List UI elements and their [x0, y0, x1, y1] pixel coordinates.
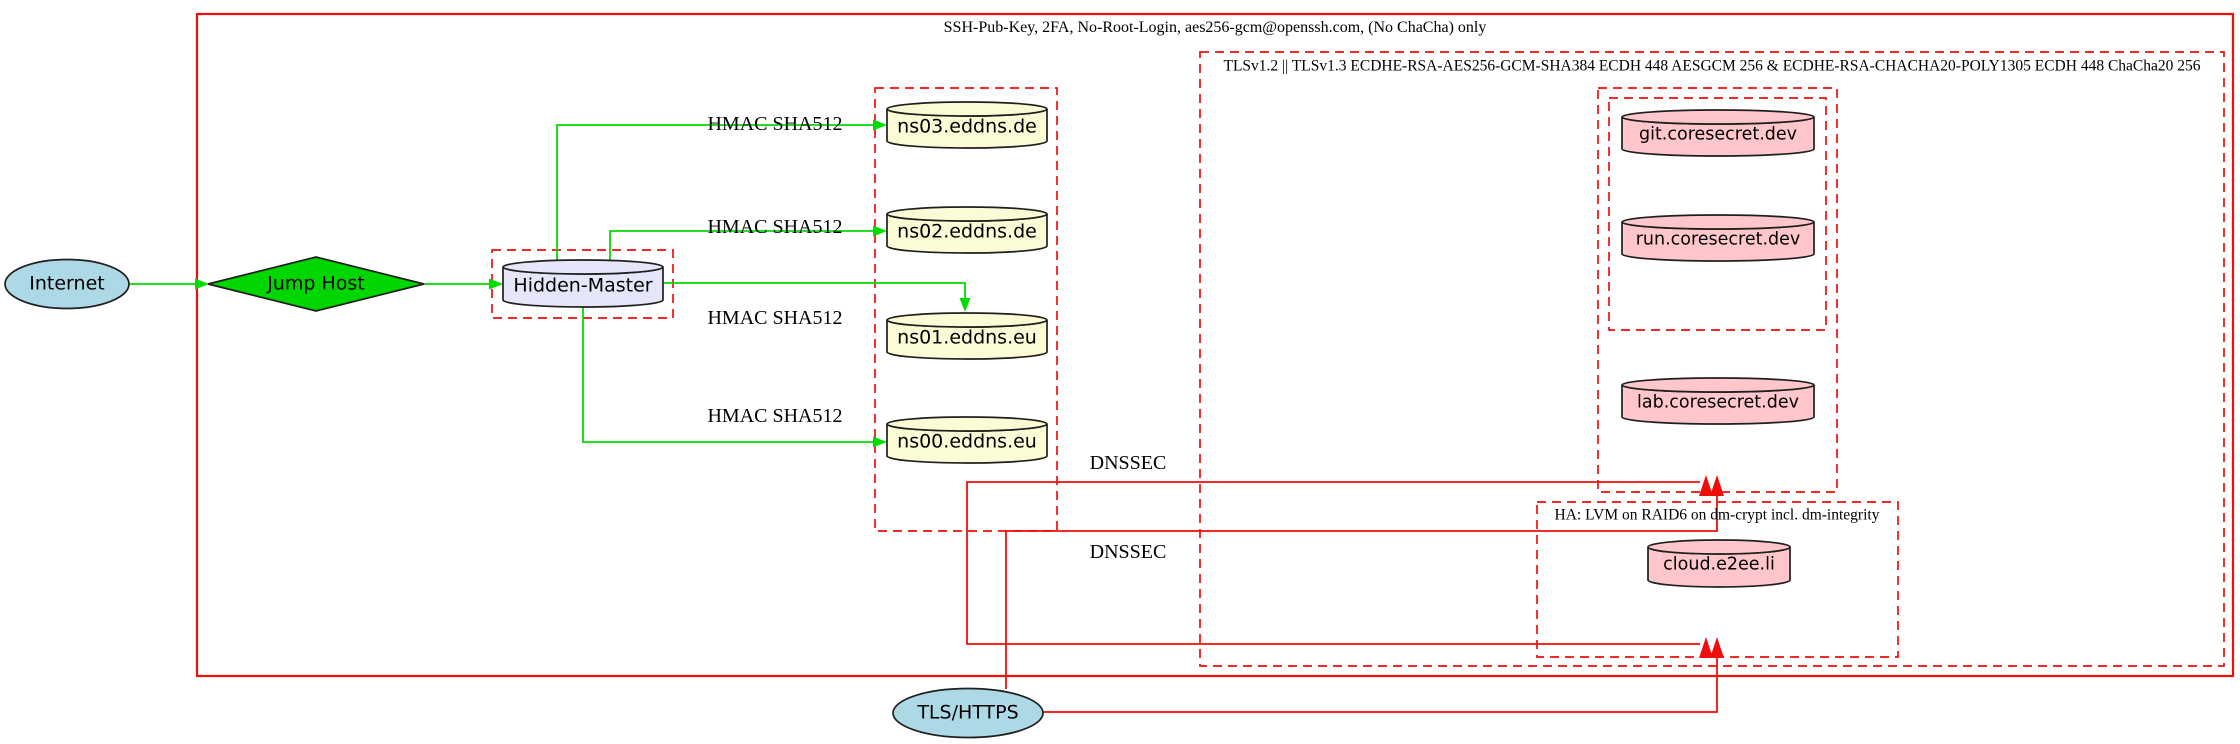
- tls-https-node: [892, 687, 1044, 739]
- hidden-master-label: Hidden-Master: [513, 274, 653, 297]
- coresecret-outer-cluster-box: [1597, 87, 1838, 493]
- ns02-node: [886, 206, 1048, 254]
- hidden-master-cluster-box: [491, 249, 674, 319]
- edge-hiddenmaster-ns02: [609, 230, 874, 261]
- tls-cluster-label: TLSv1.2 || TLSv1.3 ECDHE-RSA-AES256-GCM-…: [1223, 57, 2201, 75]
- ha-cluster-label: HA: LVM on RAID6 on dm-crypt incl. dm-in…: [1554, 506, 1880, 524]
- hmac-label-ns01: HMAC SHA512: [707, 307, 843, 329]
- cloud-node: [1647, 539, 1791, 588]
- internet-node: [4, 258, 130, 310]
- ns00-cylinder-top: [886, 416, 1048, 432]
- ns02-label: ns02.eddns.de: [897, 220, 1037, 243]
- green-edges: [130, 124, 966, 443]
- run-label: run.coresecret.dev: [1635, 229, 1801, 250]
- git-label: git.coresecret.dev: [1638, 124, 1798, 145]
- tls-https-label: TLS/HTTPS: [917, 701, 1019, 724]
- hmac-label-ns02: HMAC SHA512: [707, 216, 843, 238]
- ns03-node: [886, 101, 1048, 149]
- ns03-label: ns03.eddns.de: [897, 115, 1037, 138]
- jump-host-node: [207, 256, 425, 312]
- red-arrowheads: [1699, 475, 1724, 658]
- edge-hiddenmaster-ns01: [664, 282, 966, 300]
- nameserver-cluster-box: [874, 87, 1058, 532]
- ns01-label: ns01.eddns.eu: [897, 326, 1037, 349]
- ns01-cylinder-top: [886, 312, 1048, 328]
- arrowhead-dnssec-ha: [1699, 637, 1713, 658]
- dnssec-label-2: DNSSEC: [1089, 541, 1167, 563]
- arrowhead-to-ns01: [959, 298, 971, 312]
- arrowhead-to-ns03: [873, 119, 887, 131]
- edge-hiddenmaster-ns00: [582, 306, 874, 443]
- red-edges: [966, 481, 1718, 713]
- ns00-label: ns00.eddns.eu: [897, 430, 1037, 453]
- edge-dnssec-u-path: [966, 481, 1700, 645]
- ns00-node: [886, 416, 1048, 464]
- arrowhead-tls-ha: [1710, 637, 1724, 658]
- arrowhead-to-ns00: [873, 436, 887, 448]
- green-arrowheads: [195, 119, 971, 448]
- coresecret-inner-cluster-box: [1608, 97, 1827, 331]
- ssh-cluster-box: [195, 12, 2235, 678]
- arrowhead-to-jumphost: [195, 278, 209, 290]
- edge-tls-to-coresecret: [1005, 495, 1718, 689]
- arrowhead-to-ns02: [873, 225, 887, 237]
- arrowhead-to-hiddenmaster: [489, 278, 503, 290]
- cloud-label: cloud.e2ee.li: [1663, 554, 1775, 575]
- git-cylinder-top: [1621, 109, 1815, 125]
- run-cylinder-top: [1621, 214, 1815, 230]
- hidden-master-node: [502, 259, 664, 308]
- lab-cylinder-top: [1621, 377, 1815, 393]
- ns03-cylinder-top: [886, 101, 1048, 117]
- cloud-cylinder-top: [1647, 539, 1791, 555]
- arrowhead-tls-coresecret: [1710, 475, 1724, 496]
- hmac-label-ns00: HMAC SHA512: [707, 405, 843, 427]
- git-node: [1621, 109, 1815, 157]
- ns02-cylinder-top: [886, 206, 1048, 222]
- run-node: [1621, 214, 1815, 262]
- lab-label: lab.coresecret.dev: [1637, 392, 1799, 413]
- lab-node: [1621, 377, 1815, 425]
- internet-label: Internet: [29, 272, 105, 295]
- hmac-label-ns03: HMAC SHA512: [707, 113, 843, 135]
- edge-hiddenmaster-ns03: [556, 124, 874, 261]
- hidden-master-cylinder-top: [502, 259, 664, 275]
- arrowhead-dnssec-coresecret: [1699, 475, 1713, 496]
- dnssec-label-1: DNSSEC: [1089, 452, 1167, 474]
- tls-cluster-box: [1199, 51, 2225, 667]
- edge-tls-to-ha: [1043, 657, 1718, 713]
- ssh-cluster-label: SSH-Pub-Key, 2FA, No-Root-Login, aes256-…: [943, 19, 1487, 36]
- jump-host-label: Jump Host: [267, 272, 365, 295]
- ns01-node: [886, 312, 1048, 360]
